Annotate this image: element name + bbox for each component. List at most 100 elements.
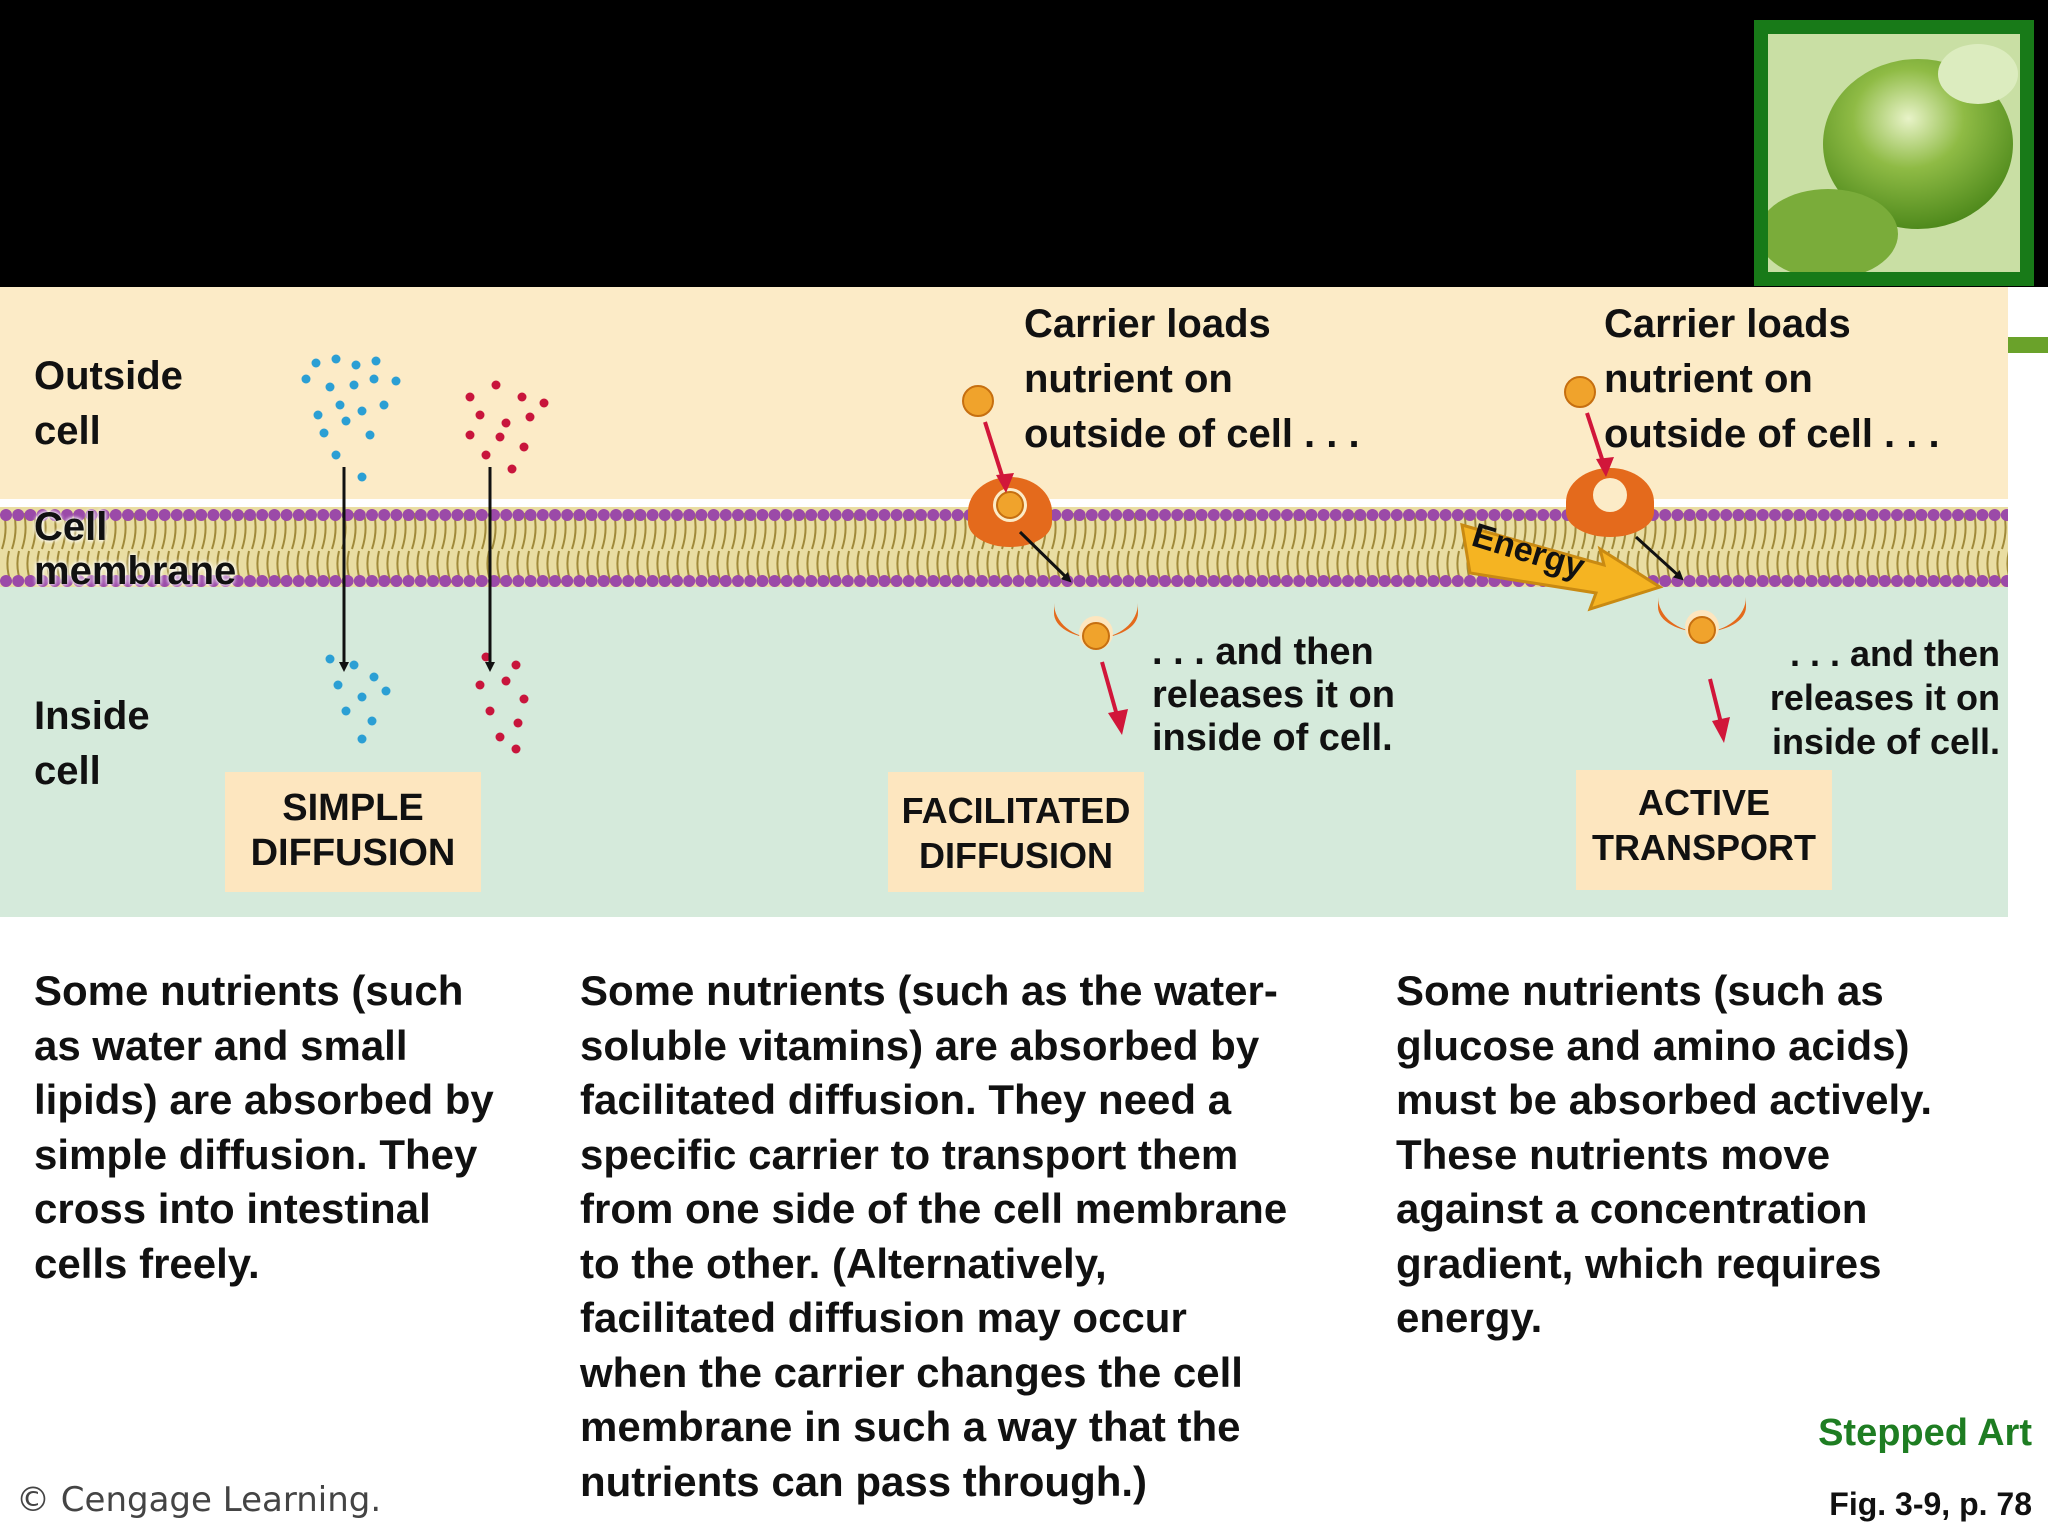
phospholipid-head <box>439 575 452 587</box>
phospholipid-head <box>36 575 49 587</box>
phospholipid-head <box>841 575 854 587</box>
phospholipid-head <box>805 509 818 521</box>
phospholipid-head <box>1781 575 1794 587</box>
phospholipid-head <box>366 575 378 587</box>
phospholipid-head <box>231 575 244 587</box>
nutrient-particles <box>301 354 549 754</box>
phospholipid-head <box>1354 509 1367 521</box>
phospholipid-head <box>1927 575 1940 587</box>
phospholipid-head <box>671 575 683 587</box>
phospholipid-head <box>658 509 671 521</box>
nutrient-dot <box>351 360 361 370</box>
phospholipid-head <box>683 575 696 587</box>
nutrient-dot <box>511 744 521 754</box>
phospholipid-head <box>1110 575 1123 587</box>
phospholipid-head <box>707 509 720 521</box>
nutrient-dot <box>519 694 529 704</box>
phospholipid-head <box>1671 575 1684 587</box>
phospholipid-head <box>976 575 988 587</box>
phospholipid-head <box>1451 509 1464 521</box>
nutrient-dot <box>517 392 527 402</box>
phospholipid-head <box>695 509 708 521</box>
phospholipid-head <box>1159 509 1171 521</box>
phospholipid-head <box>634 575 647 587</box>
phospholipid-head <box>1024 575 1037 587</box>
energy-arrow <box>1460 522 1664 612</box>
phospholipid-head <box>1342 509 1354 521</box>
phospholipid-head <box>1964 575 1977 587</box>
phospholipid-head <box>170 575 183 587</box>
phospholipid-head <box>561 575 574 587</box>
phospholipid-head <box>1952 575 1964 587</box>
phospholipid-head <box>1695 509 1708 521</box>
phospholipid-head <box>146 575 159 587</box>
phospholipid-head <box>878 509 891 521</box>
phospholipid-head <box>1854 575 1867 587</box>
nutrient-dot <box>301 374 311 384</box>
nutrient-dot <box>369 374 379 384</box>
phospholipid-head <box>1195 509 1208 521</box>
phospholipid-head <box>1073 509 1086 521</box>
phospholipid-head <box>1683 575 1696 587</box>
phospholipid-head <box>829 509 842 521</box>
phospholipid-head <box>1976 575 1989 587</box>
phospholipid-head <box>1085 575 1098 587</box>
phospholipid-head <box>402 509 415 521</box>
phospholipid-head <box>780 509 793 521</box>
phospholipid-head <box>1842 509 1855 521</box>
phospholipid-head <box>1207 575 1220 587</box>
phospholipid-head <box>1464 509 1476 521</box>
phospholipid-head <box>1756 509 1769 521</box>
phospholipid-head <box>1781 509 1794 521</box>
phospholipid-head <box>866 509 879 521</box>
phospholipid-head <box>1903 509 1916 521</box>
phospholipid-head <box>500 509 513 521</box>
nutrient-dot <box>501 418 511 428</box>
pea-photo <box>1754 20 2034 286</box>
phospholipid-head <box>73 575 86 587</box>
phospholipid-head <box>1525 509 1537 521</box>
phospholipid-head <box>1659 509 1672 521</box>
phospholipid-head <box>1537 509 1550 521</box>
nutrient-dot <box>491 380 501 390</box>
phospholipid-head <box>1476 575 1489 587</box>
phospholipid-head <box>1049 509 1062 521</box>
phospholipid-head <box>36 509 49 521</box>
phospholipid-head <box>231 509 244 521</box>
phospholipid-head <box>170 509 183 521</box>
phospholipid-head <box>1171 575 1184 587</box>
nutrient-dot <box>365 430 375 440</box>
phospholipid-head <box>366 509 378 521</box>
phospholipid-head <box>646 575 659 587</box>
phospholipid-head <box>1683 509 1696 521</box>
phospholipid-head <box>244 575 256 587</box>
facilitated-diffusion-description: Some nutrients (such as the water-solubl… <box>580 967 1288 1505</box>
phospholipid-head <box>561 509 574 521</box>
phospholipid-head <box>890 509 903 521</box>
phospholipid-head <box>1415 509 1428 521</box>
phospholipid-head <box>817 509 830 521</box>
phospholipid-head <box>219 575 232 587</box>
phospholipid-head <box>207 509 220 521</box>
phospholipid-head <box>1159 575 1171 587</box>
phospholipid-head <box>793 575 805 587</box>
phospholipid-head <box>195 575 208 587</box>
phospholipid-head <box>317 509 330 521</box>
phospholipid-head <box>292 509 305 521</box>
phospholipid-head <box>500 575 513 587</box>
phospholipid-head <box>1927 509 1940 521</box>
facilitated-release-arrow <box>1100 661 1120 720</box>
phospholipid-head <box>1305 575 1318 587</box>
phospholipid-head <box>1085 509 1098 521</box>
nutrient-dot <box>475 680 485 690</box>
nutrient-dot <box>331 354 341 364</box>
phospholipid-head <box>61 509 73 521</box>
phospholipid-head <box>524 575 537 587</box>
nutrient-dot <box>313 410 323 420</box>
phospholipid-head <box>292 575 305 587</box>
phospholipid-head <box>512 509 525 521</box>
